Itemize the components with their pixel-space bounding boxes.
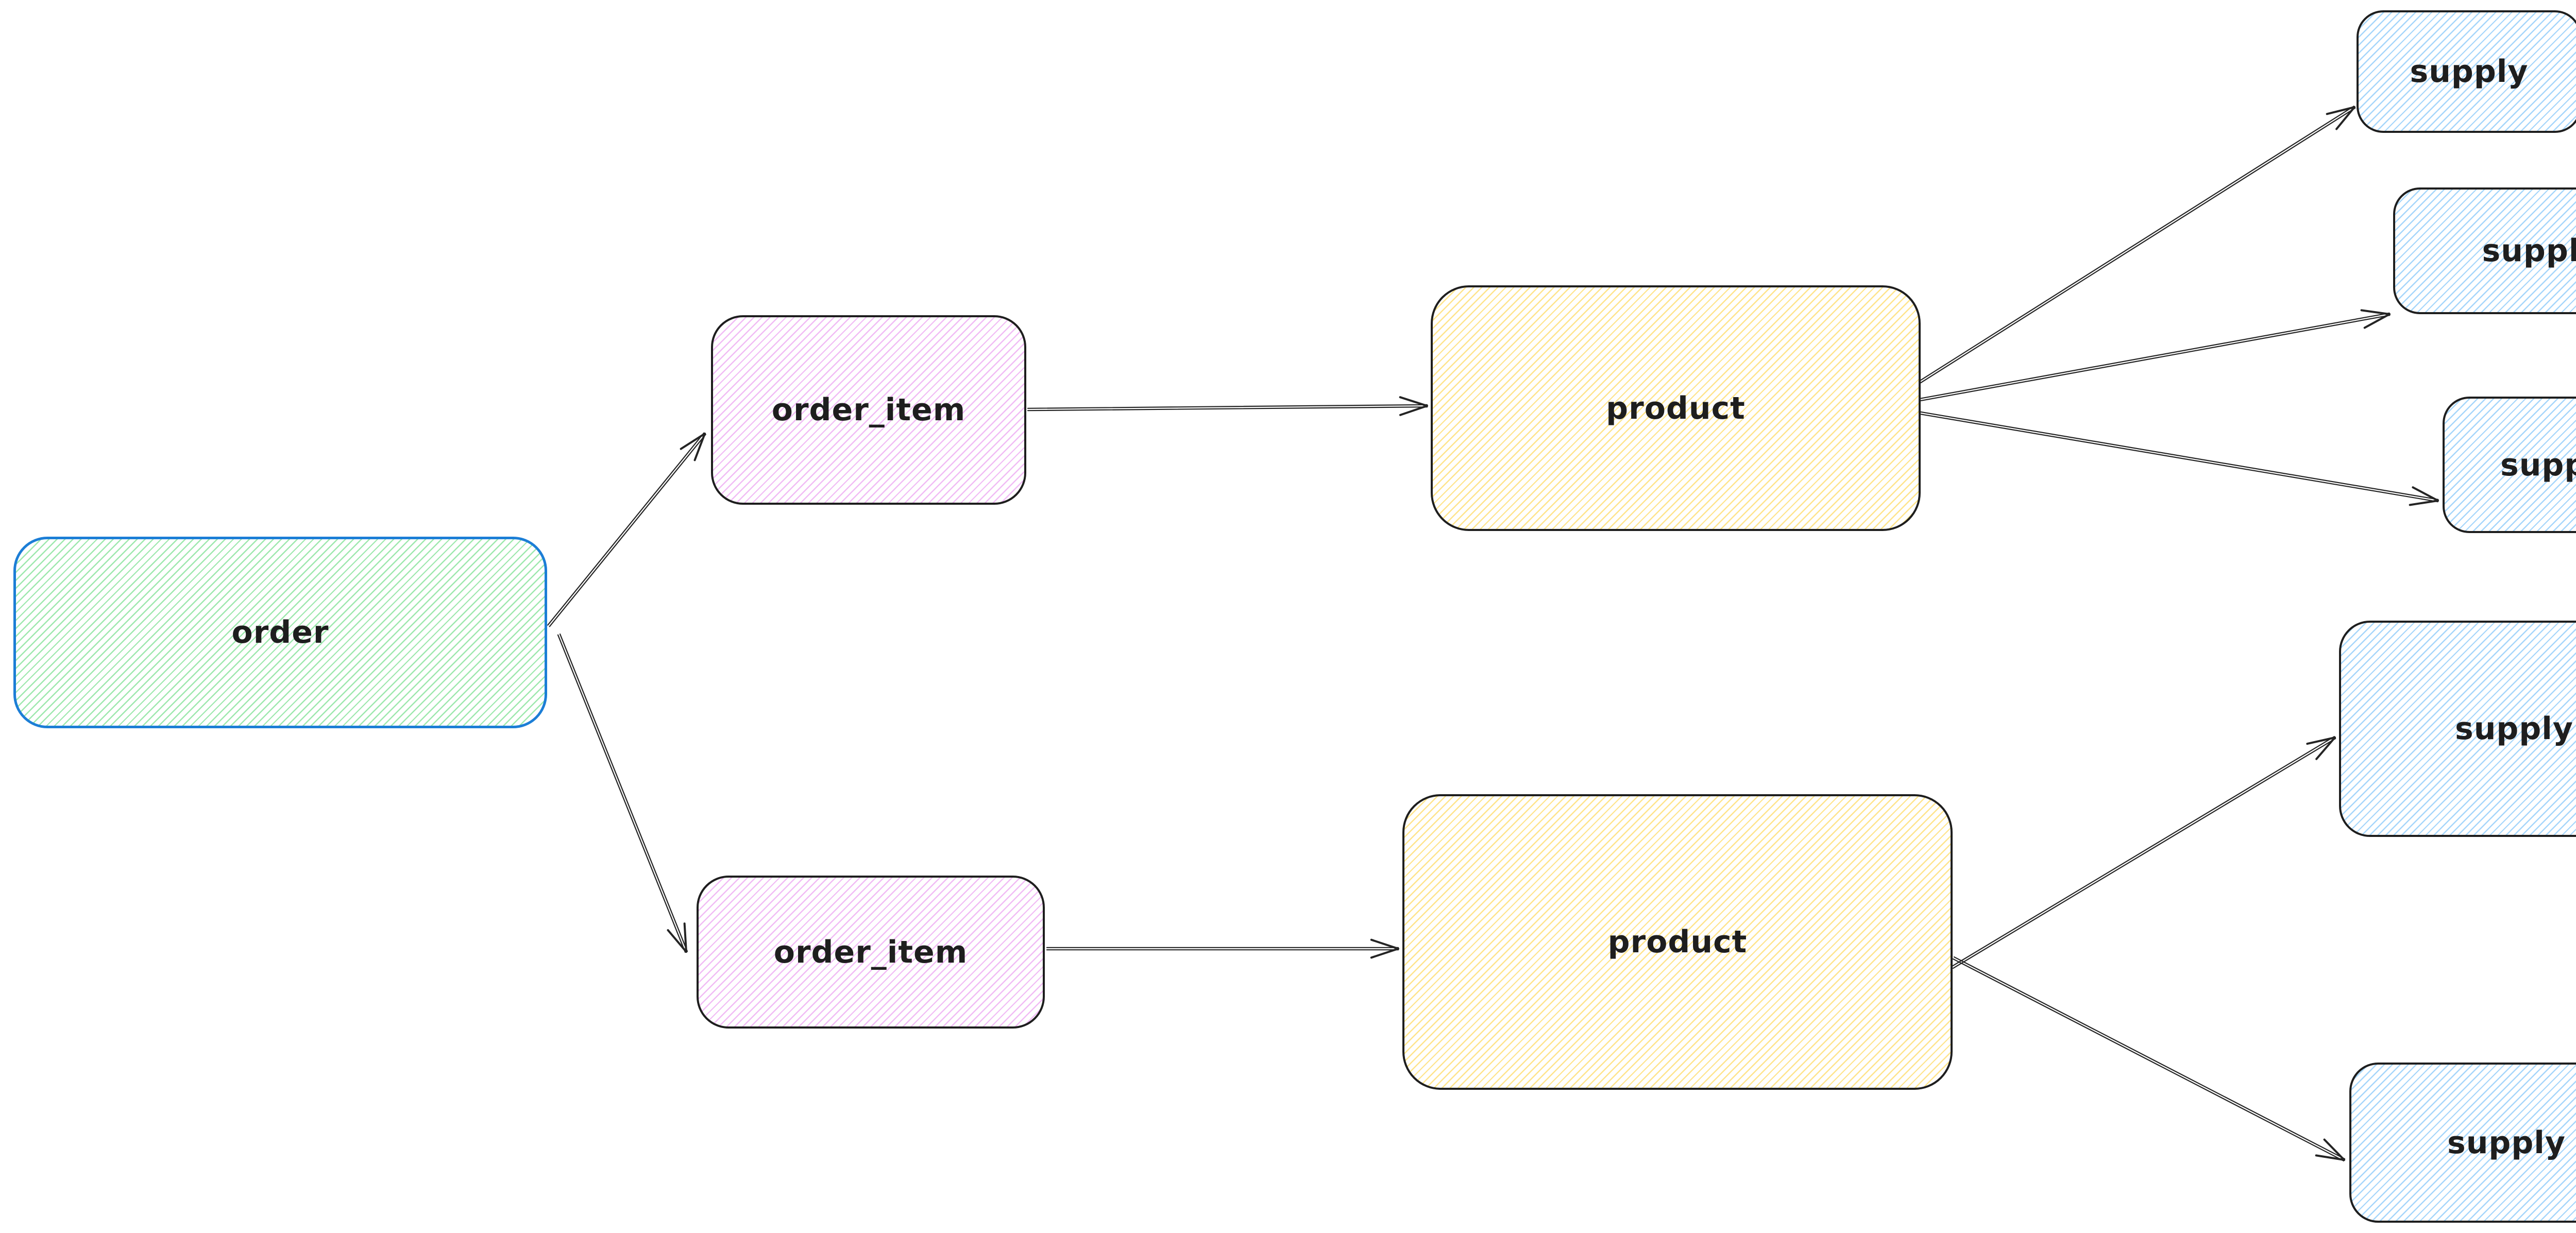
node-supply-2-label: supply <box>2482 233 2576 269</box>
node-product-2-label: product <box>1607 924 1748 960</box>
node-supply-1-label: supply <box>2410 54 2529 90</box>
node-order-item-1-label: order_item <box>771 392 966 428</box>
node-supply-3-label: supply <box>2500 447 2576 483</box>
node-supply-3[interactable]: supply <box>2443 397 2576 533</box>
node-supply-4[interactable]: supply <box>2339 621 2576 837</box>
node-order-item-2-label: order_item <box>773 934 968 970</box>
node-product-2[interactable]: product <box>1402 794 1953 1090</box>
node-order-item-2[interactable]: order_item <box>697 876 1045 1029</box>
node-product-1[interactable]: product <box>1431 285 1921 531</box>
node-supply-1[interactable]: supply <box>2357 10 2576 133</box>
node-supply-5-label: supply <box>2447 1124 2566 1161</box>
node-supply-4-label: supply <box>2454 711 2573 747</box>
node-order[interactable]: order <box>13 537 547 728</box>
node-product-1-label: product <box>1606 390 1745 426</box>
node-supply-2[interactable]: supply <box>2393 187 2576 314</box>
node-order-item-1[interactable]: order_item <box>711 315 1026 505</box>
node-supply-5[interactable]: supply <box>2349 1063 2576 1223</box>
node-order-label: order <box>231 614 329 650</box>
